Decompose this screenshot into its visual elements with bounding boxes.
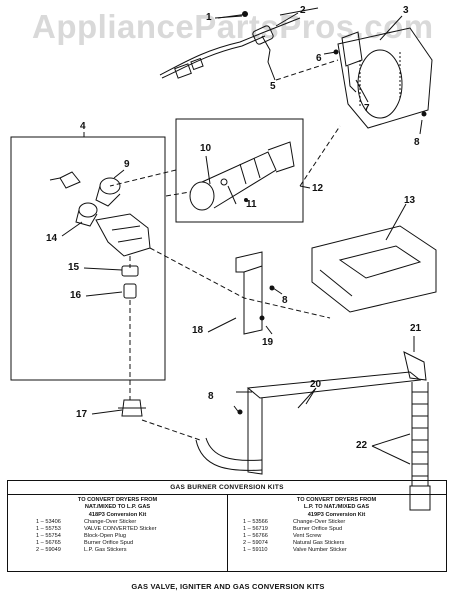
kit-row: 1 – 56766 Vent Screw bbox=[227, 533, 446, 540]
kit-part-number: 1 – 56766 bbox=[243, 533, 268, 539]
callout-15: 15 bbox=[68, 262, 80, 273]
kit-part-desc: Burner Orifice Spud bbox=[84, 540, 134, 546]
callout-8-bottom: 8 bbox=[208, 391, 214, 402]
callout-8-mid: 8 bbox=[282, 295, 288, 306]
kit-row: 1 – 56719 Burner Orifice Spud bbox=[227, 526, 446, 533]
callout-18: 18 bbox=[192, 325, 204, 336]
diagram-caption: GAS VALVE, IGNITER AND GAS CONVERSION KI… bbox=[131, 582, 325, 591]
kit-row: 1 – 56765 Burner Orifice Spud bbox=[8, 540, 227, 547]
kit-part-desc: Change-Over Sticker bbox=[293, 519, 346, 525]
callout-2: 2 bbox=[300, 5, 306, 16]
kit-part-number: 1 – 55753 bbox=[36, 526, 61, 532]
kit-part-number: 1 – 56719 bbox=[243, 526, 268, 532]
callout-14: 14 bbox=[46, 233, 58, 244]
callout-17: 17 bbox=[76, 409, 88, 420]
kit-part-number: 1 – 53406 bbox=[36, 519, 61, 525]
kit-part-desc: Burner Orifice Spud bbox=[293, 526, 343, 532]
watermark: AppliancePartsPros.com bbox=[32, 8, 434, 45]
flex-connector bbox=[403, 351, 431, 511]
kit-column-lp-to-nat: TO CONVERT DRYERS FROM L.P. TO NAT./MIXE… bbox=[227, 494, 446, 571]
callout-19: 19 bbox=[262, 337, 274, 348]
kit-row: 1 – 55754 Block-Open Plug bbox=[8, 533, 227, 540]
kit-right-kit-name: 419P3 Conversion Kit bbox=[307, 512, 366, 518]
callout-20: 20 bbox=[310, 379, 322, 390]
kit-part-desc: Block-Open Plug bbox=[84, 533, 126, 539]
burner-housing bbox=[337, 27, 433, 129]
kit-part-desc: L.P. Gas Stickers bbox=[84, 547, 127, 553]
kit-part-desc: VALVE CONVERTED Sticker bbox=[84, 526, 157, 532]
screws bbox=[237, 11, 427, 415]
cabinet-section bbox=[311, 225, 437, 313]
kit-right-title: TO CONVERT DRYERS FROM L.P. TO NAT./MIXE… bbox=[296, 497, 377, 510]
gas-valve bbox=[49, 171, 151, 257]
kit-row: 2 – 59074 Natural Gas Stickers bbox=[227, 540, 446, 547]
kit-row: 1 – 55753 VALVE CONVERTED Sticker bbox=[8, 526, 227, 533]
kit-row: 1 – 53406 Change-Over Sticker bbox=[8, 519, 227, 526]
callout-11: 11 bbox=[246, 199, 257, 210]
valve-assembly-box bbox=[10, 136, 166, 381]
igniter bbox=[189, 141, 295, 211]
callout-12: 12 bbox=[312, 183, 324, 194]
gas-pipe bbox=[195, 371, 422, 475]
wire-harness bbox=[159, 7, 319, 81]
kit-part-number: 1 – 56765 bbox=[36, 540, 61, 546]
igniter-assembly-box bbox=[175, 118, 304, 223]
kit-part-number: 1 – 53566 bbox=[243, 519, 268, 525]
callout-9: 9 bbox=[124, 159, 130, 170]
kit-row: 2 – 59049 L.P. Gas Stickers bbox=[8, 547, 227, 554]
kit-part-number: 2 – 59049 bbox=[36, 547, 61, 553]
kit-table-header: GAS BURNER CONVERSION KITS bbox=[8, 481, 446, 495]
fitting-17 bbox=[118, 399, 146, 417]
callout-21: 21 bbox=[410, 323, 422, 334]
kit-left-kit-name: 418P3 Conversion Kit bbox=[88, 512, 147, 518]
callout-13: 13 bbox=[404, 195, 416, 206]
callout-22: 22 bbox=[356, 440, 368, 451]
callout-3: 3 bbox=[403, 5, 409, 16]
callout-8-top: 8 bbox=[414, 137, 420, 148]
leader-lines bbox=[61, 12, 423, 465]
callout-6: 6 bbox=[316, 53, 322, 64]
conversion-kits-table: GAS BURNER CONVERSION KITS TO CONVERT DR… bbox=[7, 480, 447, 572]
kit-part-number: 1 – 55754 bbox=[36, 533, 61, 539]
kit-part-desc: Natural Gas Stickers bbox=[293, 540, 345, 546]
kit-part-desc: Change-Over Sticker bbox=[84, 519, 137, 525]
kit-row: 1 – 53566 Change-Over Sticker bbox=[227, 519, 446, 526]
callout-16: 16 bbox=[70, 290, 82, 301]
bracket bbox=[235, 251, 263, 335]
kit-row: 1 – 59110 Valve Number Sticker bbox=[227, 547, 446, 554]
callout-1: 1 bbox=[206, 12, 212, 23]
assembly-lines bbox=[109, 59, 341, 441]
kit-left-title: TO CONVERT DRYERS FROM NAT./MIXED TO L.P… bbox=[77, 497, 158, 510]
kit-column-nat-to-lp: TO CONVERT DRYERS FROM NAT./MIXED TO L.P… bbox=[8, 494, 228, 571]
callout-4: 4 bbox=[80, 121, 86, 132]
kit-part-desc: Valve Number Sticker bbox=[293, 547, 347, 553]
kit-part-number: 2 – 59074 bbox=[243, 540, 268, 546]
callout-7: 7 bbox=[364, 103, 370, 114]
callout-5: 5 bbox=[270, 81, 276, 92]
plug-16 bbox=[123, 283, 137, 299]
kit-part-desc: Vent Screw bbox=[293, 533, 322, 539]
kit-part-number: 1 – 59110 bbox=[243, 547, 268, 553]
callout-10: 10 bbox=[200, 143, 212, 154]
